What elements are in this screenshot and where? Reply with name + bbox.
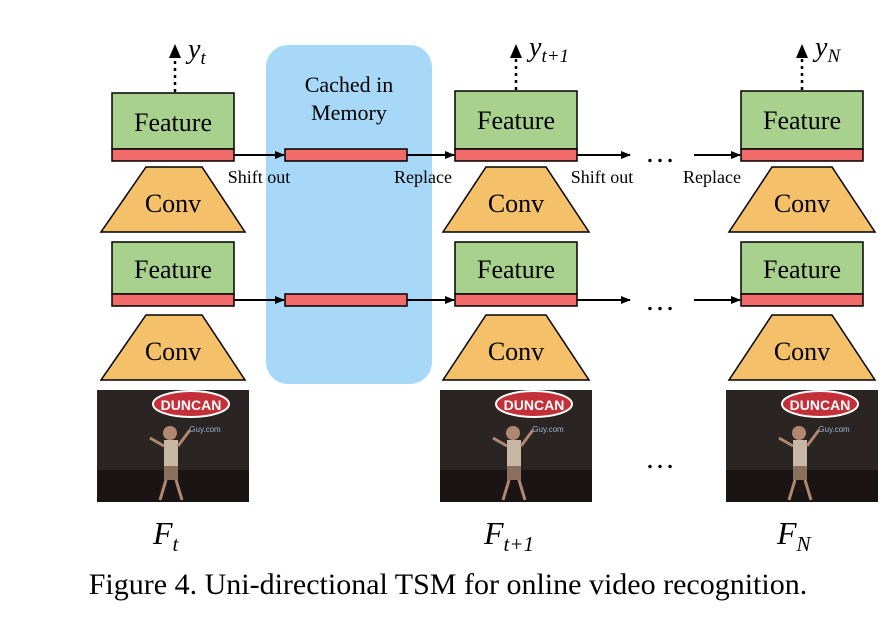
video-frame-thumbnail: DUNCAN Guy.com bbox=[440, 390, 592, 502]
feature-label-bottom: Feature bbox=[477, 255, 555, 284]
conv-label-top: Conv bbox=[488, 189, 544, 218]
replace-label-2: Replace bbox=[683, 167, 741, 187]
shift-bar-top bbox=[740, 148, 864, 162]
column-t1: yt+1 Feature Conv Feature Conv DUNCAN Gu… bbox=[440, 32, 592, 556]
figure-caption: Figure 4. Uni-directional TSM for online… bbox=[89, 568, 807, 601]
conv-label-bottom: Conv bbox=[145, 337, 201, 366]
cached-feature-bar-top bbox=[284, 148, 408, 162]
conv-label-bottom: Conv bbox=[774, 337, 830, 366]
shift-out-label-2: Shift out bbox=[571, 167, 634, 187]
output-label: yt bbox=[185, 34, 206, 69]
conv-block-top bbox=[99, 166, 247, 233]
memory-label-line2: Memory bbox=[311, 100, 387, 125]
ellipsis-middle: … bbox=[645, 284, 675, 317]
feature-box-top bbox=[740, 90, 864, 150]
shift-bar-top bbox=[111, 148, 235, 162]
conv-label-bottom: Conv bbox=[488, 337, 544, 366]
ellipsis-top: … bbox=[645, 136, 675, 169]
frame-label: Ft bbox=[152, 515, 180, 556]
feature-label-top: Feature bbox=[763, 106, 841, 135]
banner-text: DUNCAN bbox=[161, 397, 222, 413]
conv-block-bottom bbox=[99, 314, 247, 381]
banner-text: DUNCAN bbox=[790, 397, 851, 413]
feature-box-top bbox=[111, 92, 235, 150]
feature-label-bottom: Feature bbox=[763, 255, 841, 284]
memory-label-line1: Cached in bbox=[305, 72, 394, 97]
cached-feature-bar-bottom bbox=[284, 293, 408, 307]
video-frame-thumbnail: DUNCAN Guy.com bbox=[726, 390, 878, 502]
shift-bar-bottom bbox=[740, 293, 864, 307]
feature-label-top: Feature bbox=[134, 108, 212, 137]
output-arrow-icon bbox=[510, 44, 522, 58]
column-N: yN Feature Conv Feature Conv DUNCAN Guy.… bbox=[726, 32, 878, 556]
shift-bar-bottom bbox=[454, 293, 578, 307]
conv-block-bottom bbox=[441, 314, 591, 381]
ellipsis-bottom: … bbox=[645, 442, 675, 475]
banner-text: DUNCAN bbox=[504, 397, 565, 413]
replace-label-1: Replace bbox=[394, 167, 452, 187]
conv-label-top: Conv bbox=[774, 189, 830, 218]
frame-label: Ft+1 bbox=[483, 515, 534, 556]
output-arrow-icon bbox=[169, 44, 181, 58]
conv-block-top bbox=[441, 166, 591, 233]
conv-block-bottom bbox=[727, 314, 877, 381]
site-text: Guy.com bbox=[818, 425, 850, 434]
column-t: yt Feature Conv Feature Conv DUNCAN Guy.… bbox=[97, 34, 249, 556]
feature-label-bottom: Feature bbox=[134, 255, 212, 284]
output-label: yt+1 bbox=[526, 32, 569, 67]
conv-block-top bbox=[727, 166, 877, 233]
feature-label-top: Feature bbox=[477, 106, 555, 135]
site-text: Guy.com bbox=[189, 425, 221, 434]
video-frame-thumbnail: DUNCAN Guy.com bbox=[97, 390, 249, 502]
shift-out-label-1: Shift out bbox=[228, 167, 291, 187]
shift-bar-top bbox=[454, 148, 578, 162]
site-text: Guy.com bbox=[532, 425, 564, 434]
frame-label: FN bbox=[776, 515, 812, 556]
feature-box-top bbox=[454, 90, 578, 150]
output-arrow-icon bbox=[796, 44, 808, 58]
shift-bar-bottom bbox=[111, 293, 235, 307]
conv-label-top: Conv bbox=[145, 189, 201, 218]
output-label: yN bbox=[812, 32, 841, 67]
